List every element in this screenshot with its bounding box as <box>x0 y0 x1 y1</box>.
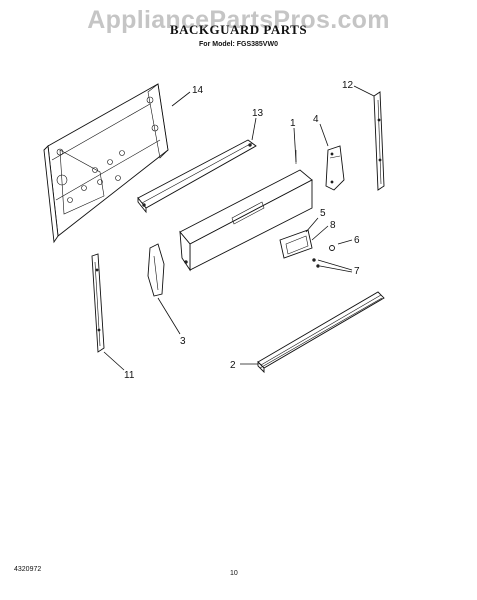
leader-7b <box>319 265 353 273</box>
leader-11 <box>103 351 125 371</box>
document-number: 4320972 <box>14 566 42 573</box>
callout-3[interactable]: 3 <box>180 336 186 347</box>
leader-6 <box>337 239 353 245</box>
watermark: AppliancePartsPros.com <box>87 6 390 34</box>
part-12-end-strip[interactable] <box>373 91 385 191</box>
callout-7[interactable]: 7 <box>354 266 360 277</box>
leader-4 <box>319 123 329 147</box>
callout-2[interactable]: 2 <box>230 360 236 371</box>
callout-14[interactable]: 14 <box>192 85 204 96</box>
part-3-end-cap[interactable] <box>147 243 165 297</box>
part-4-bracket[interactable] <box>325 145 345 191</box>
leader-7a <box>317 259 353 271</box>
callout-5[interactable]: 5 <box>320 208 326 219</box>
callout-6[interactable]: 6 <box>354 235 360 246</box>
callout-13[interactable]: 13 <box>252 108 264 119</box>
model-line: For Model: FGS385VW0 <box>199 41 278 48</box>
callout-1[interactable]: 1 <box>290 118 296 129</box>
leader-5 <box>305 217 319 233</box>
leader-14 <box>171 91 191 107</box>
page-title: BACKGUARD PARTS <box>169 22 308 37</box>
part-1-backguard[interactable] <box>179 150 313 272</box>
part-6-screw[interactable] <box>329 245 335 251</box>
part-14-rear-panel[interactable] <box>43 83 169 244</box>
callout-12[interactable]: 12 <box>342 80 354 91</box>
leader-3 <box>157 297 181 335</box>
callout-4[interactable]: 4 <box>313 114 319 125</box>
part-7-screws[interactable] <box>312 258 320 268</box>
page-number: 10 <box>230 570 238 577</box>
part-11-end-strip[interactable] <box>91 253 105 353</box>
leader-13 <box>251 117 257 141</box>
callout-8[interactable]: 8 <box>330 220 336 231</box>
leader-8 <box>311 225 329 241</box>
part-5-switch[interactable] <box>279 229 313 259</box>
part-2-trim-strip[interactable] <box>257 291 385 374</box>
leader-12 <box>353 85 375 97</box>
part-13-channel[interactable] <box>137 139 257 214</box>
leader-1 <box>293 127 297 163</box>
callout-11[interactable]: 11 <box>124 370 135 381</box>
